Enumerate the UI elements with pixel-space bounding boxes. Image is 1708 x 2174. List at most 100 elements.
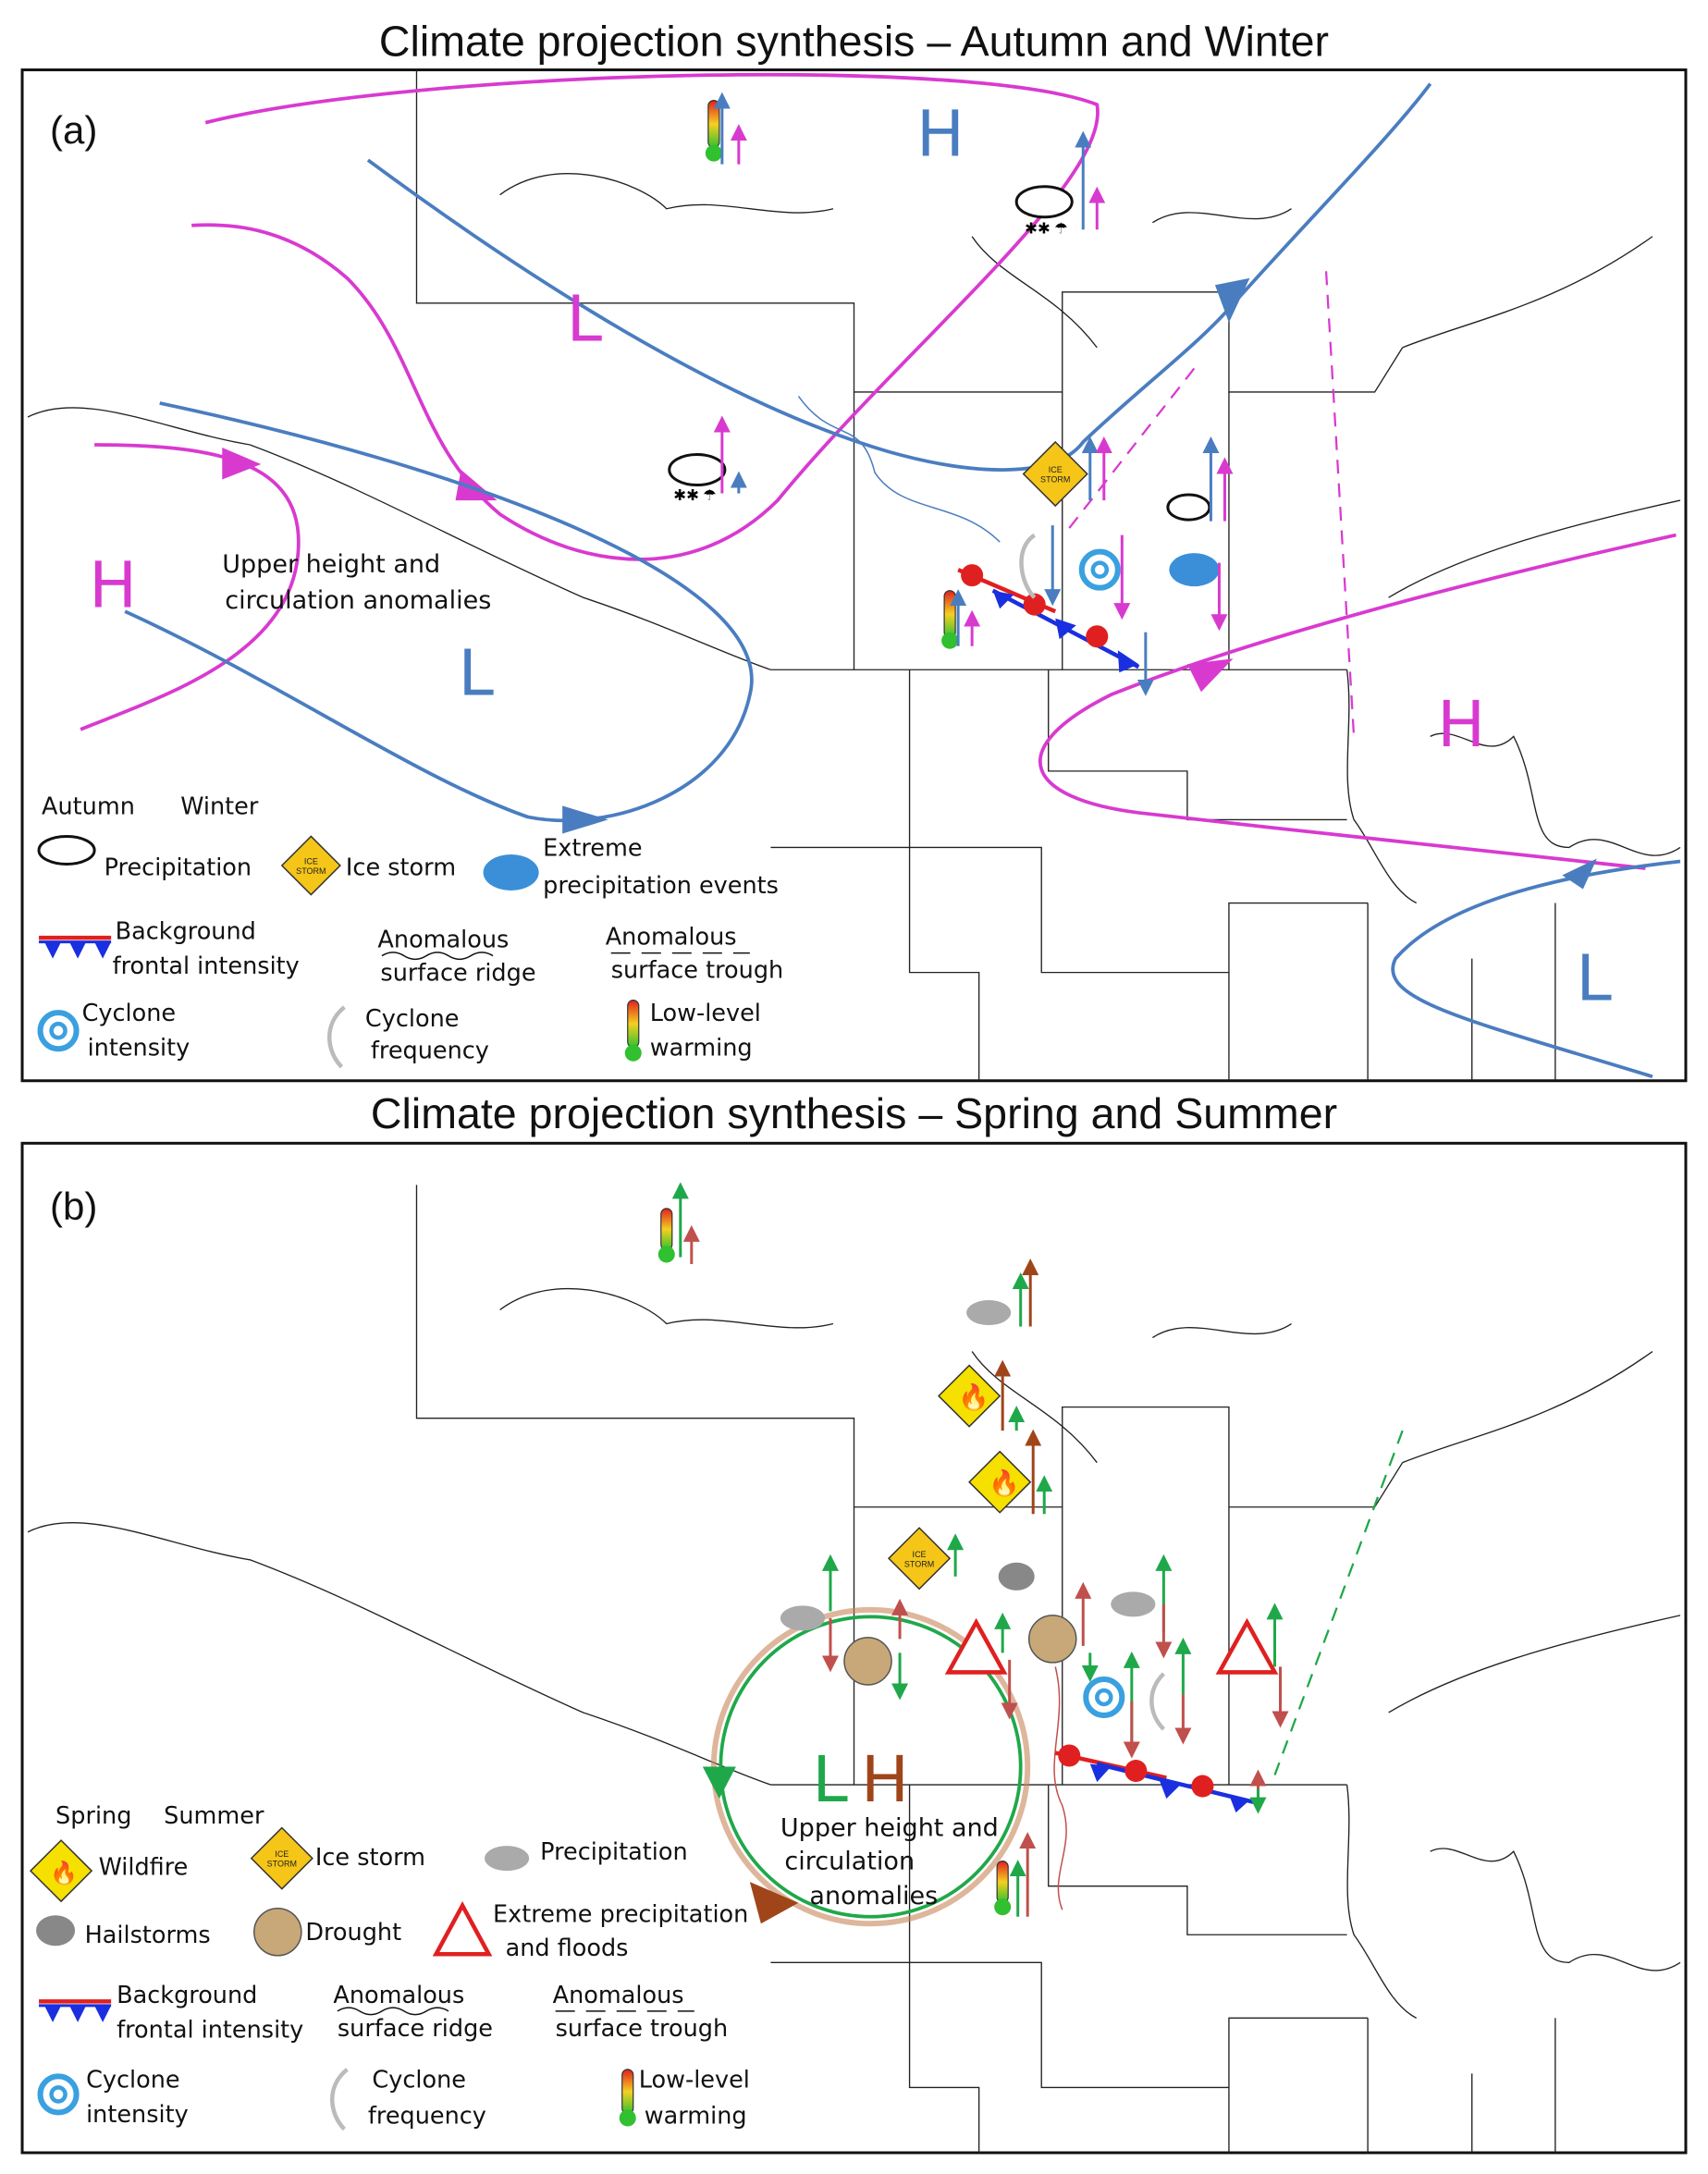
annotation-circulation: circulation xyxy=(784,1848,915,1876)
legend-extreme-1: Extreme precipitation xyxy=(493,1901,748,1929)
high-pressure-winter: H xyxy=(916,98,965,172)
precipitation-icon xyxy=(485,1846,530,1872)
legend-frontal-1: Background xyxy=(117,1982,257,2009)
precipitation-icon xyxy=(37,834,96,866)
svg-text:STORM: STORM xyxy=(1040,475,1070,485)
svg-text:STORM: STORM xyxy=(296,866,326,876)
ridge-icon xyxy=(381,952,494,961)
frontal-intensity-icon xyxy=(39,1999,112,2022)
anomalous-trough-line xyxy=(1068,271,1356,737)
frontal-intensity-icon xyxy=(39,935,112,959)
extreme-precipitation-icon xyxy=(1169,553,1220,587)
legend-winter: Winter xyxy=(180,792,259,820)
precipitation-icon xyxy=(780,1299,1156,1631)
autumn-flow-arrow-icon xyxy=(222,448,262,480)
legend-cyclone-freq-2: frequency xyxy=(368,2102,486,2130)
wildfire-icon: 🔥 xyxy=(29,1839,93,1903)
legend-drought: Drought xyxy=(305,1919,401,1947)
legend-ice-storm: Ice storm xyxy=(346,854,456,882)
hailstorm-icon xyxy=(36,1915,76,1947)
legend-extreme-1: Extreme xyxy=(543,834,642,862)
annotation-anomalies: anomalies xyxy=(809,1882,938,1910)
svg-text:✱✱ ☂: ✱✱ ☂ xyxy=(673,486,717,504)
extreme-precipitation-icon xyxy=(483,854,539,891)
thermometer-icon xyxy=(619,2069,636,2127)
low-pressure-winter: L xyxy=(459,636,495,710)
cyclone-intensity-icon xyxy=(1083,1676,1125,1718)
hailstorm-icon xyxy=(998,1562,1035,1591)
trend-arrows xyxy=(713,92,1234,696)
legend-cyclone-int-1: Cyclone xyxy=(86,2066,180,2094)
svg-text:STORM: STORM xyxy=(904,1559,934,1568)
legend-spring: Spring xyxy=(55,1802,131,1830)
precipitation-icon xyxy=(1166,493,1211,522)
wildfire-icon: 🔥 xyxy=(938,1364,1001,1428)
cyclone-frequency-icon xyxy=(1019,533,1037,599)
legend-cyclone-freq-1: Cyclone xyxy=(365,1005,460,1033)
svg-text:🔥: 🔥 xyxy=(50,1861,78,1886)
legend-autumn: Autumn xyxy=(42,792,135,820)
cyclone-frequency-icon xyxy=(327,1005,346,1069)
high-pressure-autumn: H xyxy=(89,549,137,623)
legend-warming-2: warming xyxy=(650,1035,753,1062)
legend-wildfire: Wildfire xyxy=(99,1854,189,1882)
legend-cyclone-freq-1: Cyclone xyxy=(372,2066,466,2094)
drought-icon xyxy=(843,1615,1077,1686)
flood-icon xyxy=(432,1900,493,1957)
svg-text:STORM: STORM xyxy=(267,1860,297,1869)
autumn-circulation-curve xyxy=(80,443,301,731)
legend-hailstorms: Hailstorms xyxy=(85,1922,211,1949)
legend-ice-storm: Ice storm xyxy=(315,1844,425,1872)
wildfire-icon: 🔥 xyxy=(968,1450,1032,1514)
winter-flow-arrow-icon xyxy=(1214,277,1250,323)
spring-flow-arrow-icon xyxy=(702,1766,736,1799)
svg-text:ICE: ICE xyxy=(275,1849,289,1859)
legend-warming-2: warming xyxy=(645,2102,747,2130)
annotation-upper-height: Upper height and xyxy=(780,1814,999,1843)
autumn-circulation-curve xyxy=(191,72,1100,561)
low-pressure-winter: L xyxy=(1576,942,1612,1016)
svg-text:ICE: ICE xyxy=(1049,465,1063,474)
legend-trough-2: surface trough xyxy=(556,2015,728,2043)
thermometer-icon xyxy=(657,1208,675,1263)
legend-frontal-1: Background xyxy=(116,918,256,946)
frontal-intensity-icon xyxy=(1054,1744,1258,1813)
legend-frontal-2: frontal intensity xyxy=(117,2016,303,2044)
winter-circulation-curve xyxy=(124,401,754,823)
low-pressure-spring: L xyxy=(812,1743,848,1817)
panel-b-label: (b) xyxy=(50,1185,97,1228)
svg-text:✱✱ ☂: ✱✱ ☂ xyxy=(1025,220,1068,238)
legend-extreme-2: and floods xyxy=(506,1934,629,1962)
summer-flow-arrow-icon xyxy=(749,1882,799,1924)
precipitation-icon: ✱✱ ☂ xyxy=(1014,185,1074,238)
panel-a-label: (a) xyxy=(50,108,97,152)
high-pressure-summer: H xyxy=(861,1743,909,1817)
cyclone-intensity-icon xyxy=(1078,548,1121,591)
panel-a-title: Climate projection synthesis – Autumn an… xyxy=(379,18,1329,66)
panel-b-title: Climate projection synthesis – Spring an… xyxy=(371,1089,1337,1137)
panel-b: (b) L H Upper height and circulation ano… xyxy=(20,1141,1688,2155)
cyclone-frequency-icon xyxy=(330,2068,349,2131)
winter-circulation-curve xyxy=(1391,859,1681,1079)
winter-flow-arrow-icon xyxy=(562,805,608,834)
trend-arrows xyxy=(671,1182,1289,1917)
autumn-flow-arrow-icon xyxy=(1186,658,1234,693)
legend-precipitation: Precipitation xyxy=(104,854,252,882)
legend-ridge-2: surface ridge xyxy=(338,2015,493,2043)
drought-icon xyxy=(253,1907,302,1957)
legend-cyclone-int-1: Cyclone xyxy=(82,1000,177,1027)
annotation-upper-height: Upper height and xyxy=(222,550,440,579)
anomalous-ridge-line xyxy=(797,396,1001,543)
anomalous-ridge-line xyxy=(1053,1666,1067,1910)
legend-ridge-2: surface ridge xyxy=(380,960,535,988)
high-pressure-autumn: H xyxy=(1437,688,1485,762)
ridge-icon xyxy=(337,2007,449,2016)
panel-a: (a) H L H L H L Upper height and circula… xyxy=(20,68,1688,1083)
legend-frontal-2: frontal intensity xyxy=(113,952,300,980)
cyclone-frequency-icon xyxy=(1149,1672,1166,1731)
legend-trough-1: Anomalous xyxy=(553,1982,684,2009)
thermometer-icon xyxy=(994,1861,1012,1916)
